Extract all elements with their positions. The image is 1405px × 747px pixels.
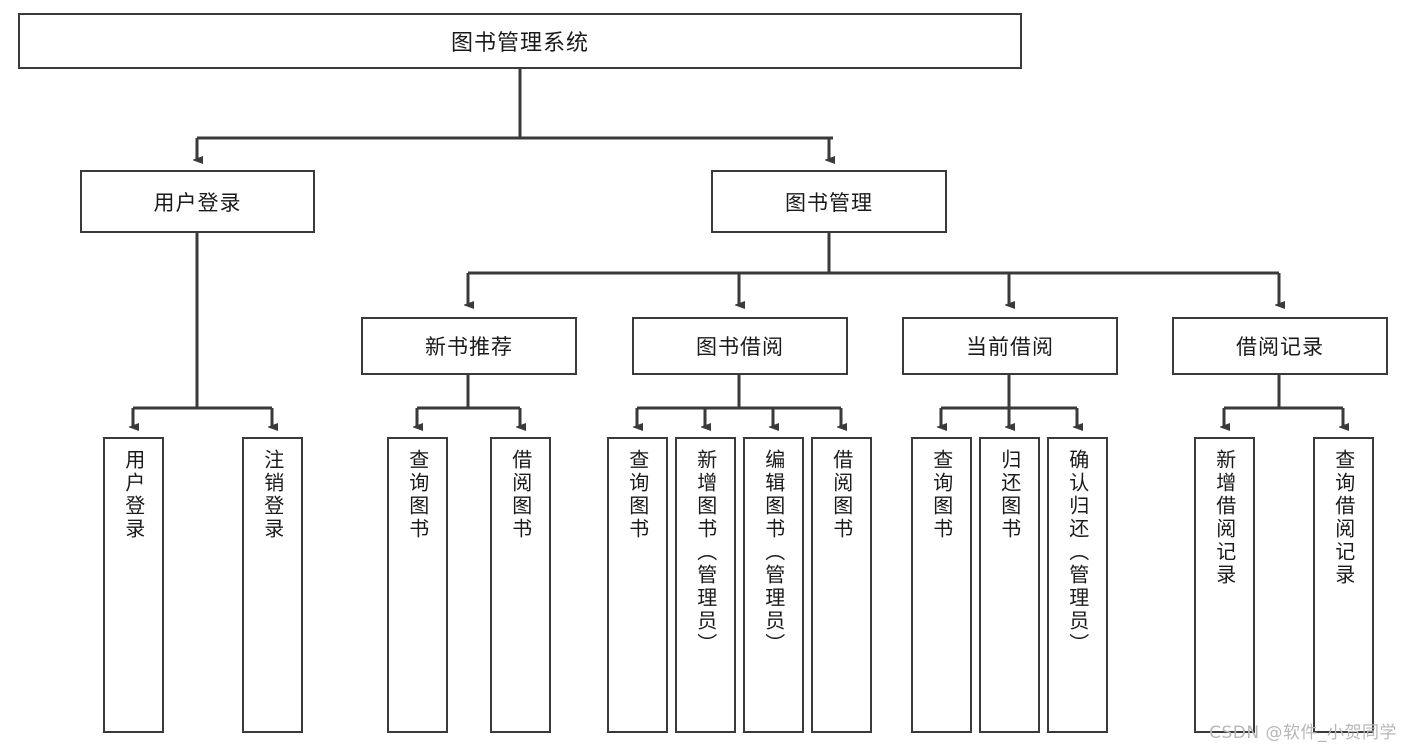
node-book-borrow[interactable]: 图书借阅 [632, 317, 848, 375]
node-leaf-return-book[interactable]: 归还图书 [979, 437, 1040, 733]
node-label: 查询图书 [625, 449, 650, 541]
node-leaf-add-record[interactable]: 新增借阅记录 [1194, 437, 1255, 733]
node-book-management[interactable]: 图书管理 [711, 170, 947, 233]
node-borrow-record[interactable]: 借阅记录 [1172, 317, 1388, 375]
node-leaf-query-book-1[interactable]: 查询图书 [387, 437, 448, 733]
node-label: 确认归还（管理员） [1065, 449, 1090, 656]
node-label: 归还图书 [997, 449, 1022, 541]
node-label: 查询借阅记录 [1331, 449, 1356, 587]
node-label: 用户登录 [121, 449, 146, 541]
node-label: 图书管理 [785, 190, 873, 215]
node-leaf-edit-book[interactable]: 编辑图书（管理员） [743, 437, 804, 733]
node-leaf-query-book-3[interactable]: 查询图书 [911, 437, 972, 733]
node-leaf-borrow-book-1[interactable]: 借阅图书 [490, 437, 551, 733]
node-label: 新增借阅记录 [1212, 449, 1237, 587]
node-leaf-confirm-return[interactable]: 确认归还（管理员） [1047, 437, 1108, 733]
node-label: 新增图书（管理员） [693, 449, 718, 656]
node-new-book-recommend[interactable]: 新书推荐 [361, 317, 577, 375]
node-label: 图书管理系统 [450, 31, 589, 56]
node-leaf-query-book-2[interactable]: 查询图书 [607, 437, 668, 733]
node-label: 当前借阅 [966, 335, 1054, 359]
watermark-text: CSDN @软件_小贺同学 [1209, 723, 1397, 743]
node-label: 借阅记录 [1236, 335, 1324, 359]
node-leaf-user-login[interactable]: 用户登录 [103, 437, 164, 733]
node-label: 新书推荐 [425, 335, 513, 359]
node-current-borrow[interactable]: 当前借阅 [902, 317, 1118, 375]
node-label: 图书借阅 [696, 335, 784, 359]
node-label: 编辑图书（管理员） [761, 449, 786, 656]
node-leaf-borrow-book-2[interactable]: 借阅图书 [811, 437, 872, 733]
node-label: 借阅图书 [508, 449, 533, 541]
node-label: 注销登录 [260, 449, 285, 541]
node-label: 用户登录 [153, 190, 242, 215]
node-label: 借阅图书 [829, 449, 854, 541]
node-leaf-logout-login[interactable]: 注销登录 [242, 437, 303, 733]
node-label: 查询图书 [405, 449, 430, 541]
node-leaf-query-record[interactable]: 查询借阅记录 [1313, 437, 1374, 733]
node-leaf-add-book[interactable]: 新增图书（管理员） [675, 437, 736, 733]
node-user-login[interactable]: 用户登录 [80, 170, 315, 233]
node-label: 查询图书 [929, 449, 954, 541]
node-root-book-management-system[interactable]: 图书管理系统 [18, 13, 1022, 69]
